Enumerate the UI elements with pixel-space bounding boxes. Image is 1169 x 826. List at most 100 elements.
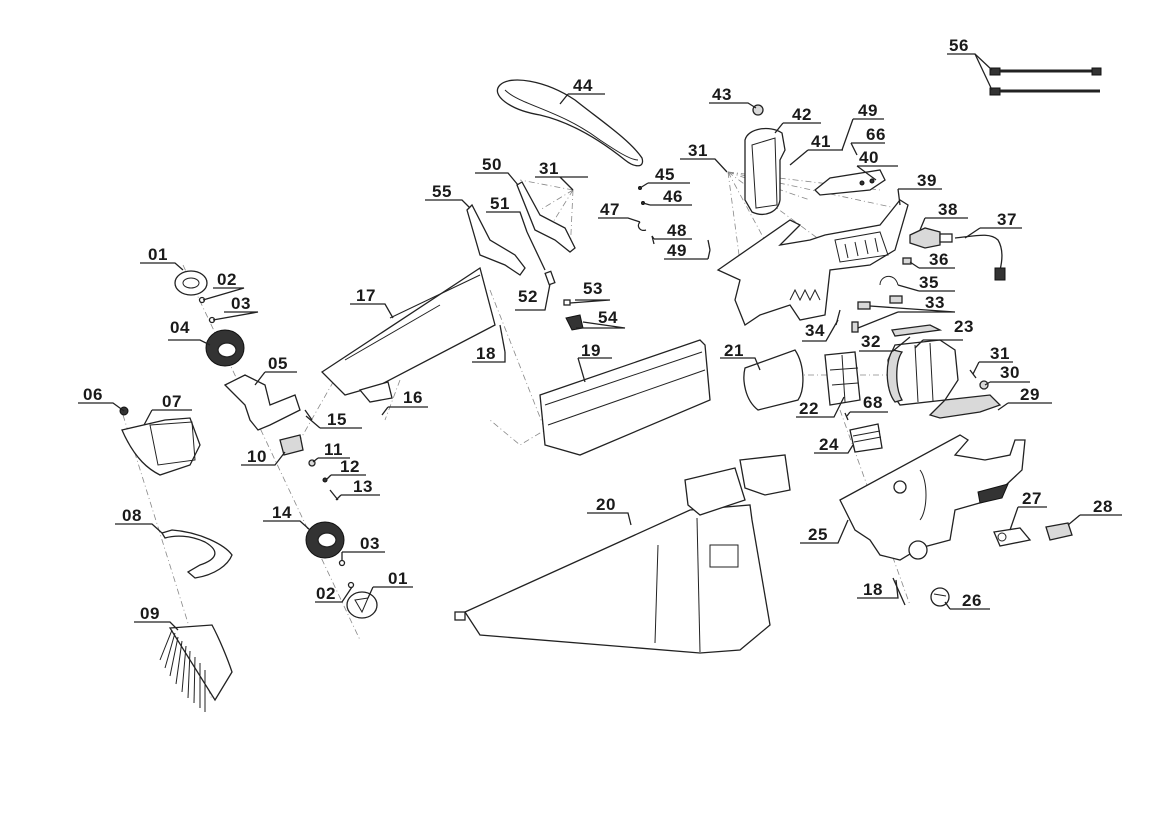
- callout-07: 07: [162, 392, 182, 411]
- callout-47: 47: [600, 200, 620, 219]
- callout-09: 09: [140, 604, 160, 623]
- callout-51: 51: [490, 194, 510, 213]
- callout-41: 41: [811, 132, 831, 151]
- callout-49-upper: 49: [858, 101, 878, 120]
- part-27-switch-cam: [993, 527, 1032, 547]
- part-53-pin: [563, 299, 571, 306]
- part-10-adjuster: [279, 434, 304, 456]
- callout-42: 42: [792, 105, 812, 124]
- leader-lines: [78, 53, 1122, 631]
- callout-37: 37: [997, 210, 1017, 229]
- callout-32: 32: [861, 332, 881, 351]
- callout-26: 26: [962, 591, 982, 610]
- callout-13: 13: [353, 477, 373, 496]
- callout-08: 08: [122, 506, 142, 525]
- part-40-switch-cover: [814, 169, 886, 196]
- callout-24: 24: [819, 435, 839, 454]
- callout-01-lower: 01: [388, 569, 408, 588]
- callout-21: 21: [724, 341, 744, 360]
- part-23-motor: [886, 339, 959, 406]
- callout-33: 33: [925, 293, 945, 312]
- callout-31-motor: 31: [990, 344, 1010, 363]
- callout-38: 38: [938, 200, 958, 219]
- callout-14: 14: [272, 503, 292, 522]
- part-38-cable-plug: [909, 227, 953, 249]
- callout-50: 50: [482, 155, 502, 174]
- callout-56: 56: [949, 36, 969, 55]
- callout-68: 68: [863, 393, 883, 412]
- part-14-wheel: [305, 521, 345, 559]
- callout-28: 28: [1093, 497, 1113, 516]
- part-39-motor-housing-half: [716, 199, 909, 326]
- part-56-cable-set: [989, 67, 1102, 96]
- callout-48: 48: [667, 221, 687, 240]
- callout-46: 46: [663, 187, 683, 206]
- part-35-cable-relief: [879, 275, 899, 286]
- part-26-knob: [930, 587, 950, 607]
- part-01b-hub-cap: [346, 591, 378, 619]
- callout-02-lower: 02: [316, 584, 336, 603]
- part-29-handle-grip: [928, 394, 1002, 419]
- part-25-lower-housing: [839, 434, 1026, 561]
- part-15-screw: [304, 409, 313, 421]
- callout-49-lower: 49: [667, 241, 687, 260]
- callout-03-lower: 03: [360, 534, 380, 553]
- part-07-nozzle: [121, 417, 201, 476]
- callout-05: 05: [268, 354, 288, 373]
- callout-45: 45: [655, 165, 675, 184]
- callout-12: 12: [340, 457, 360, 476]
- part-44-shoulder-strap: [496, 79, 644, 167]
- callout-44: 44: [573, 76, 593, 95]
- part-05-nozzle-bracket: [223, 374, 301, 431]
- callout-01-upper: 01: [148, 245, 168, 264]
- callout-22: 22: [799, 399, 819, 418]
- part-24-grille: [849, 423, 883, 453]
- callout-43: 43: [712, 85, 732, 104]
- callout-30: 30: [1000, 363, 1020, 382]
- callout-23: 23: [954, 317, 974, 336]
- part-42-handle-cover: [744, 127, 786, 215]
- callout-52: 52: [518, 287, 538, 306]
- callout-35: 35: [919, 273, 939, 292]
- callout-55: 55: [432, 182, 452, 201]
- callout-40: 40: [859, 148, 879, 167]
- callout-20: 20: [596, 495, 616, 514]
- part-51-rod: [526, 231, 546, 271]
- part-21-inner-tube: [743, 349, 804, 411]
- callout-17: 17: [356, 286, 376, 305]
- part-03b-washer: [338, 559, 346, 567]
- callout-31-top: 31: [688, 141, 708, 160]
- part-02b-washer: [347, 581, 355, 589]
- part-32-cable-tie: [891, 324, 943, 337]
- callout-53: 53: [583, 279, 603, 298]
- callout-25: 25: [808, 525, 828, 544]
- callout-31-handle: 31: [539, 159, 559, 178]
- part-11-12-13-fasteners: [308, 459, 339, 501]
- callout-54: 54: [598, 308, 618, 327]
- part-33-brushes: [851, 295, 903, 333]
- callout-29: 29: [1020, 385, 1040, 404]
- callout-66: 66: [866, 125, 886, 144]
- part-52-sleeve: [544, 270, 556, 286]
- part-50-handle-right: [516, 181, 576, 253]
- callout-18-upper: 18: [476, 344, 496, 363]
- part-45-46-47-48-small-parts: [637, 186, 711, 251]
- callout-02-upper: 02: [217, 270, 237, 289]
- callout-16: 16: [403, 388, 423, 407]
- part-01-hub-cap: [174, 270, 208, 296]
- callout-06: 06: [83, 385, 103, 404]
- part-17-upper-tube: [320, 266, 496, 403]
- callout-34: 34: [805, 321, 825, 340]
- callout-27: 27: [1022, 489, 1042, 508]
- callout-39: 39: [917, 171, 937, 190]
- part-04-wheel: [205, 329, 245, 367]
- part-55-handle-left: [466, 203, 526, 276]
- part-22-impeller: [824, 351, 861, 406]
- callout-36: 36: [929, 250, 949, 269]
- part-20-collection-bag: [454, 454, 791, 654]
- callout-10: 10: [247, 447, 267, 466]
- part-19-lower-tube: [539, 339, 711, 456]
- part-36-clip: [902, 257, 912, 265]
- part-30-nut: [979, 380, 989, 390]
- part-08-rake-bracket: [161, 529, 233, 579]
